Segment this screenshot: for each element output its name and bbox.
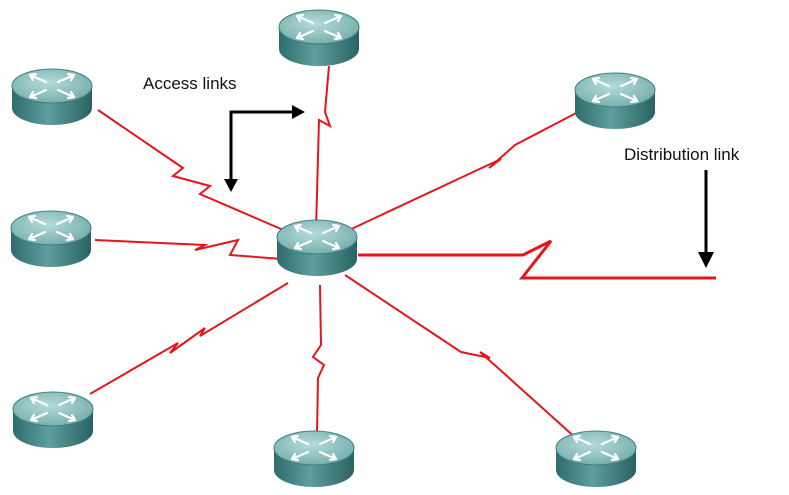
access-links-arrow-right	[229, 110, 294, 186]
router-icon[interactable]	[9, 209, 93, 269]
distribution-link-label: Distribution link	[624, 145, 740, 164]
router-icon[interactable]	[10, 67, 94, 127]
access-link-top	[315, 65, 332, 231]
router-icon[interactable]	[272, 429, 356, 489]
access-link-top-right	[344, 109, 583, 233]
links	[89, 65, 716, 441]
distribution-link	[358, 239, 716, 280]
access-link-bottom-right	[344, 274, 579, 441]
annotation-arrows	[224, 105, 714, 268]
access-links-arrowhead-down	[224, 179, 238, 192]
router-icon[interactable]	[275, 218, 359, 278]
router-icon[interactable]	[277, 8, 361, 68]
distribution-link-arrowhead	[698, 252, 714, 268]
routers	[9, 8, 657, 489]
access-links-label: Access links	[143, 74, 237, 93]
access-link-bottom-left	[89, 282, 289, 395]
access-link-top-left	[97, 109, 289, 233]
access-link-left	[94, 238, 283, 260]
access-link-bottom	[311, 284, 326, 434]
router-icon[interactable]	[554, 429, 638, 489]
access-links-arrowhead-right	[292, 105, 305, 119]
router-icon[interactable]	[11, 390, 95, 450]
router-icon[interactable]	[573, 71, 657, 131]
